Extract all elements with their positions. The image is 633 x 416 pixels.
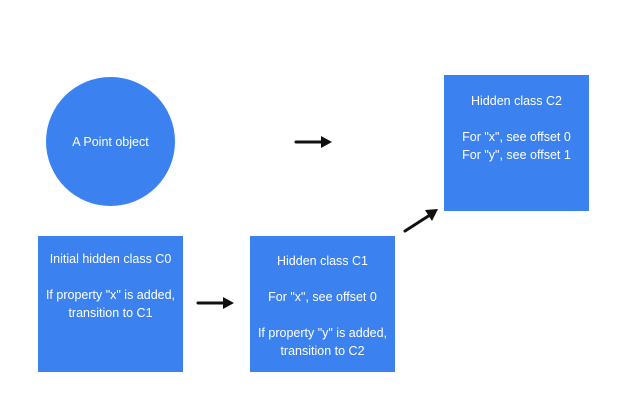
hidden-class-c0-box: Initial hidden class C0 If property "x" …	[38, 236, 183, 372]
hidden-class-c1-box: Hidden class C1 For "x", see offset 0 If…	[250, 236, 395, 372]
arrow-c0-to-c1	[196, 297, 234, 309]
c0-rule-line-2: transition to C1	[68, 306, 153, 320]
point-object-circle: A Point object	[46, 77, 175, 206]
c1-offset-x: For "x", see offset 0	[268, 290, 377, 304]
point-object-label: A Point object	[72, 134, 149, 149]
c0-rule-line-1: If property "x" is added,	[45, 288, 176, 302]
c1-title: Hidden class C1	[276, 254, 368, 268]
c2-offset-y: For "y", see offset 1	[462, 148, 571, 162]
c0-title: Initial hidden class C0	[49, 252, 172, 266]
arrow-point-to-c2	[294, 136, 332, 148]
c2-offset-x: For "x", see offset 0	[462, 130, 571, 144]
c2-title: Hidden class C2	[470, 94, 562, 108]
c1-rule-line-1: If property "y" is added,	[257, 326, 388, 340]
c1-rule-line-2: transition to C2	[280, 344, 365, 358]
hidden-class-c2-box: Hidden class C2 For "x", see offset 0 Fo…	[444, 75, 589, 211]
arrow-c1-to-c2	[403, 209, 438, 233]
